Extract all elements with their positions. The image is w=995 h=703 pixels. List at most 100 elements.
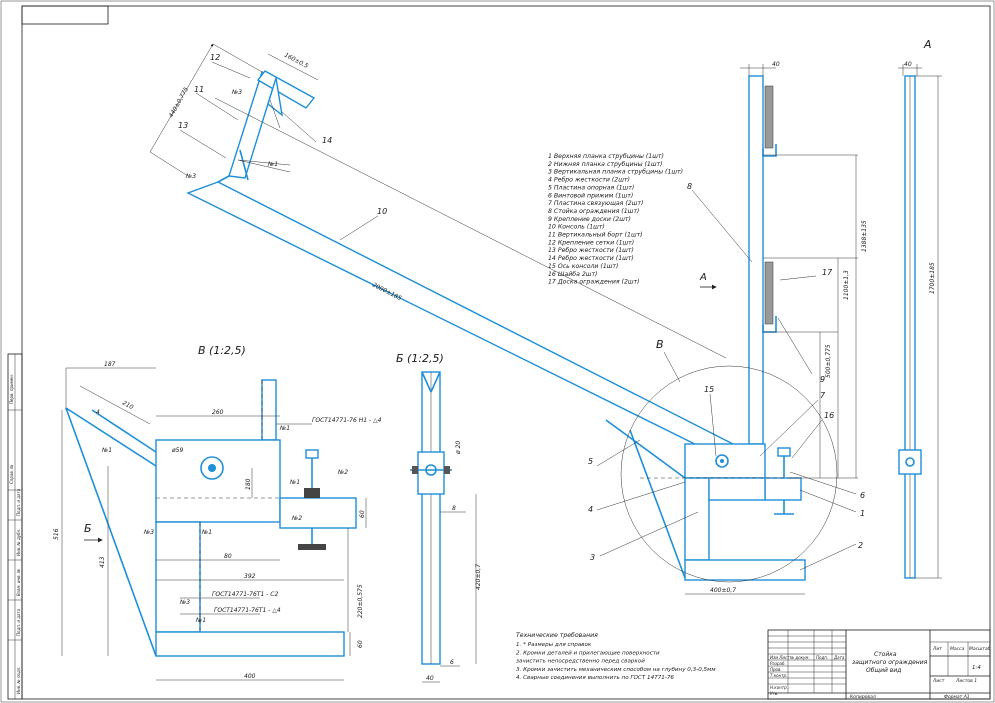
view-title: Б (1:2,5)	[396, 352, 444, 365]
tech-req-item: зачистить непосредственно перед сваркой	[516, 659, 645, 665]
dim-label: 6	[450, 659, 454, 666]
link-plate	[684, 443, 766, 479]
doc-title: Стойка	[874, 651, 897, 658]
side-strip-label: Подп. и дата	[16, 608, 21, 636]
title-cell: Изм Лист	[770, 655, 790, 660]
tech-req-item: 4. Сварные соединения выполнить по ГОСТ …	[516, 675, 674, 681]
weld-mark: №1	[289, 479, 300, 486]
title-cell: Масса	[950, 646, 965, 652]
balloon: 1	[860, 509, 865, 518]
tech-requirements: Технические требования 1. * Размеры для с…	[516, 631, 716, 681]
balloon: 15	[704, 385, 714, 394]
side-strip-label: Справ. №	[9, 465, 14, 484]
doc-title: Общий вид	[866, 667, 901, 674]
dim-label: 4	[96, 409, 100, 416]
weld-mark: №3	[179, 599, 190, 606]
dim-label: 516	[53, 528, 60, 540]
dim-label: 60	[357, 640, 364, 648]
tech-req-item: 1. * Размеры для справок	[516, 642, 592, 648]
title-cell: Листов 1	[955, 678, 977, 684]
parts-list-item: 3 Вертикальная планка струбцины (1шт)	[548, 168, 683, 176]
dim-label: 413	[99, 556, 106, 568]
balloon: 3	[590, 553, 595, 562]
title-cell: Н.контр.	[770, 685, 788, 690]
weld-mark: №2	[337, 469, 348, 476]
parts-list-item: 7 Пластина связующая (2шт)	[548, 200, 643, 207]
guard-post	[748, 75, 764, 445]
parts-list-item: 10 Консоль (1шт)	[548, 224, 605, 231]
balloon: 4	[588, 505, 593, 514]
balloon: 14	[322, 136, 332, 145]
weld-mark: №3	[185, 173, 196, 180]
dim-label: 40	[904, 61, 912, 68]
view-label: В	[656, 338, 664, 351]
dim-label: 1700±185	[929, 262, 936, 294]
balloon: 16	[824, 411, 834, 420]
weld-mark: №3	[143, 529, 154, 536]
weld-note: ГОСТ14771-76 Н1 - △4	[312, 417, 382, 424]
dim-label: 80	[224, 553, 232, 560]
balloon: 12	[210, 53, 220, 62]
dim-label: 1100±1,3	[843, 270, 850, 300]
dim-label: 40	[772, 61, 780, 68]
view-a: А 40 1700±185	[898, 38, 942, 579]
parts-list-item: 6 Винтовой прижим (1шт)	[548, 192, 633, 199]
title-cell: Копировал	[850, 694, 876, 700]
balloon: 5	[588, 457, 593, 466]
dim-label: ø 20	[455, 441, 462, 455]
parts-list-item: 12 Крепление сетки (1шт)	[548, 239, 634, 246]
dim-label: 420±0,7	[475, 564, 482, 590]
parts-list-item: 13 Ребро жесткости (1шт)	[548, 246, 634, 254]
parts-list-item: 5 Пластина опорная (1шт)	[548, 184, 634, 191]
console-assembly: №1 №3 №3 440±0,775 160±0,5 2000±185	[149, 43, 735, 459]
tech-req-title: Технические требования	[516, 631, 598, 639]
side-strip-label: Подп. и дата	[16, 488, 21, 516]
weld-mark: №1	[201, 529, 212, 536]
tech-req-item: 2. Кромки деталей и прилегающие поверхно…	[516, 650, 660, 656]
title-cell: Разраб.	[770, 661, 786, 666]
side-strip-label: Взам. инв. №	[16, 569, 21, 596]
parts-list-item: 15 Ось консоли (1шт)	[548, 263, 618, 270]
dim-label: 392	[244, 573, 256, 580]
weld-note: ГОСТ14771-76Т1 - △4	[214, 607, 281, 614]
detail-circle	[620, 365, 838, 583]
clamp-vertical	[684, 477, 710, 561]
balloon: 10	[377, 207, 387, 216]
parts-list: 1 Верхняя планка струбцины (1шт)2 Нижняя…	[548, 152, 683, 286]
dim-label: 8	[452, 505, 456, 512]
dim-label: 187	[104, 361, 116, 368]
dim-label: 500±0,775	[825, 344, 832, 378]
weld-note: ГОСТ14771-76Т1 - С2	[212, 591, 278, 598]
dim-label: 260	[212, 409, 224, 416]
guard-board	[764, 85, 774, 149]
weld-mark: №3	[231, 89, 242, 96]
view-label: Б	[84, 522, 92, 535]
doc-title: защитного ограждения	[852, 659, 928, 666]
title-cell: Утв.	[770, 691, 778, 696]
balloon: 6	[860, 491, 865, 500]
view-label: А	[699, 272, 707, 283]
tech-req-item: 3. Кромки зачистить механическим способо…	[516, 667, 716, 673]
parts-list-item: 1 Верхняя планка струбцины (1шт)	[548, 152, 664, 160]
clamp-bottom	[684, 559, 806, 581]
title-cell: Масштаб	[969, 646, 991, 652]
title-cell: № докум.	[789, 655, 810, 660]
post-balloons: 8 17 9 15 16 7 5 4 3 6 1 2	[588, 182, 865, 571]
title-cell: Т.контр.	[770, 673, 787, 678]
title-cell: Пров.	[770, 667, 782, 672]
parts-list-item: 9 Крепление доски (2шт)	[548, 216, 631, 223]
dim-label: 210	[121, 400, 135, 412]
parts-list-item: 11 Вертикальный борт (1шт)	[548, 231, 643, 239]
dim-label: 160±0,5	[283, 52, 309, 70]
parts-list-item: 14 Ребро жесткости (1шт)	[548, 254, 634, 262]
balloon: 11	[194, 85, 204, 94]
dim-label: ø59	[171, 447, 183, 454]
dim-label: 1388±135	[861, 220, 868, 252]
title-cell: Дата	[833, 655, 845, 660]
dim-label: 180	[245, 478, 252, 490]
dim-label: 40	[426, 675, 434, 682]
view-title: В (1:2,5)	[198, 344, 246, 357]
dim-label: 60	[359, 510, 366, 518]
